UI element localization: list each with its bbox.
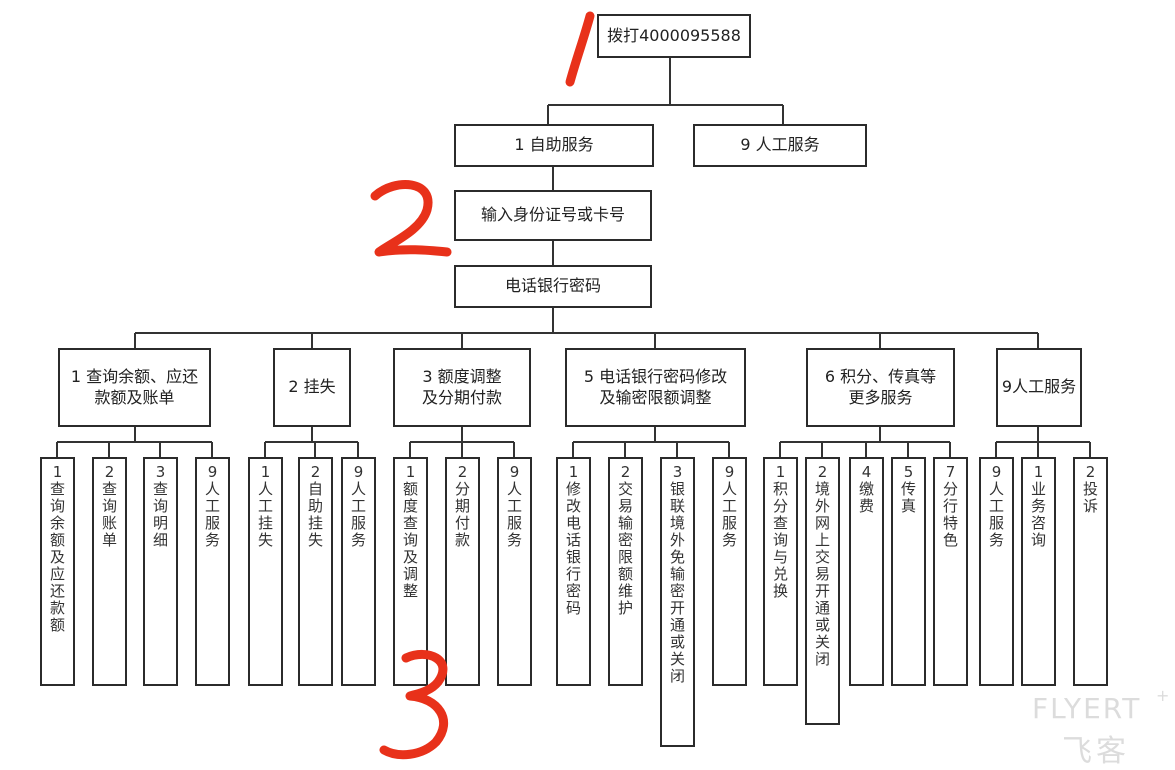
category-report-loss: 2 挂失 — [273, 348, 351, 427]
watermark-plus-icon: + — [1156, 686, 1170, 705]
watermark-chinese: 飞客 — [1062, 734, 1130, 769]
watermark-logo-text: FLYERT — [1032, 692, 1142, 725]
enter-id-box: 输入身份证号或卡号 — [454, 190, 652, 241]
category-more-services: 6 积分、传真等 更多服务 — [806, 348, 955, 427]
self-service-box: 1 自助服务 — [454, 124, 654, 167]
dial-hotline-box: 拨打4000095588 — [597, 14, 751, 58]
annotation-3 — [379, 649, 449, 760]
category-limit-adjust: 3 额度调整 及分期付款 — [393, 348, 531, 427]
category-manual-service: 9人工服务 — [996, 348, 1082, 427]
annotation-2 — [370, 180, 452, 257]
category-query: 1 查询余额、应还 款额及账单 — [58, 348, 211, 427]
manual-service-box: 9 人工服务 — [693, 124, 867, 167]
annotation-1 — [565, 11, 595, 87]
phone-bank-password-box: 电话银行密码 — [454, 265, 652, 308]
category-password-change: 5 电话银行密码修改 及输密限额调整 — [565, 348, 746, 427]
